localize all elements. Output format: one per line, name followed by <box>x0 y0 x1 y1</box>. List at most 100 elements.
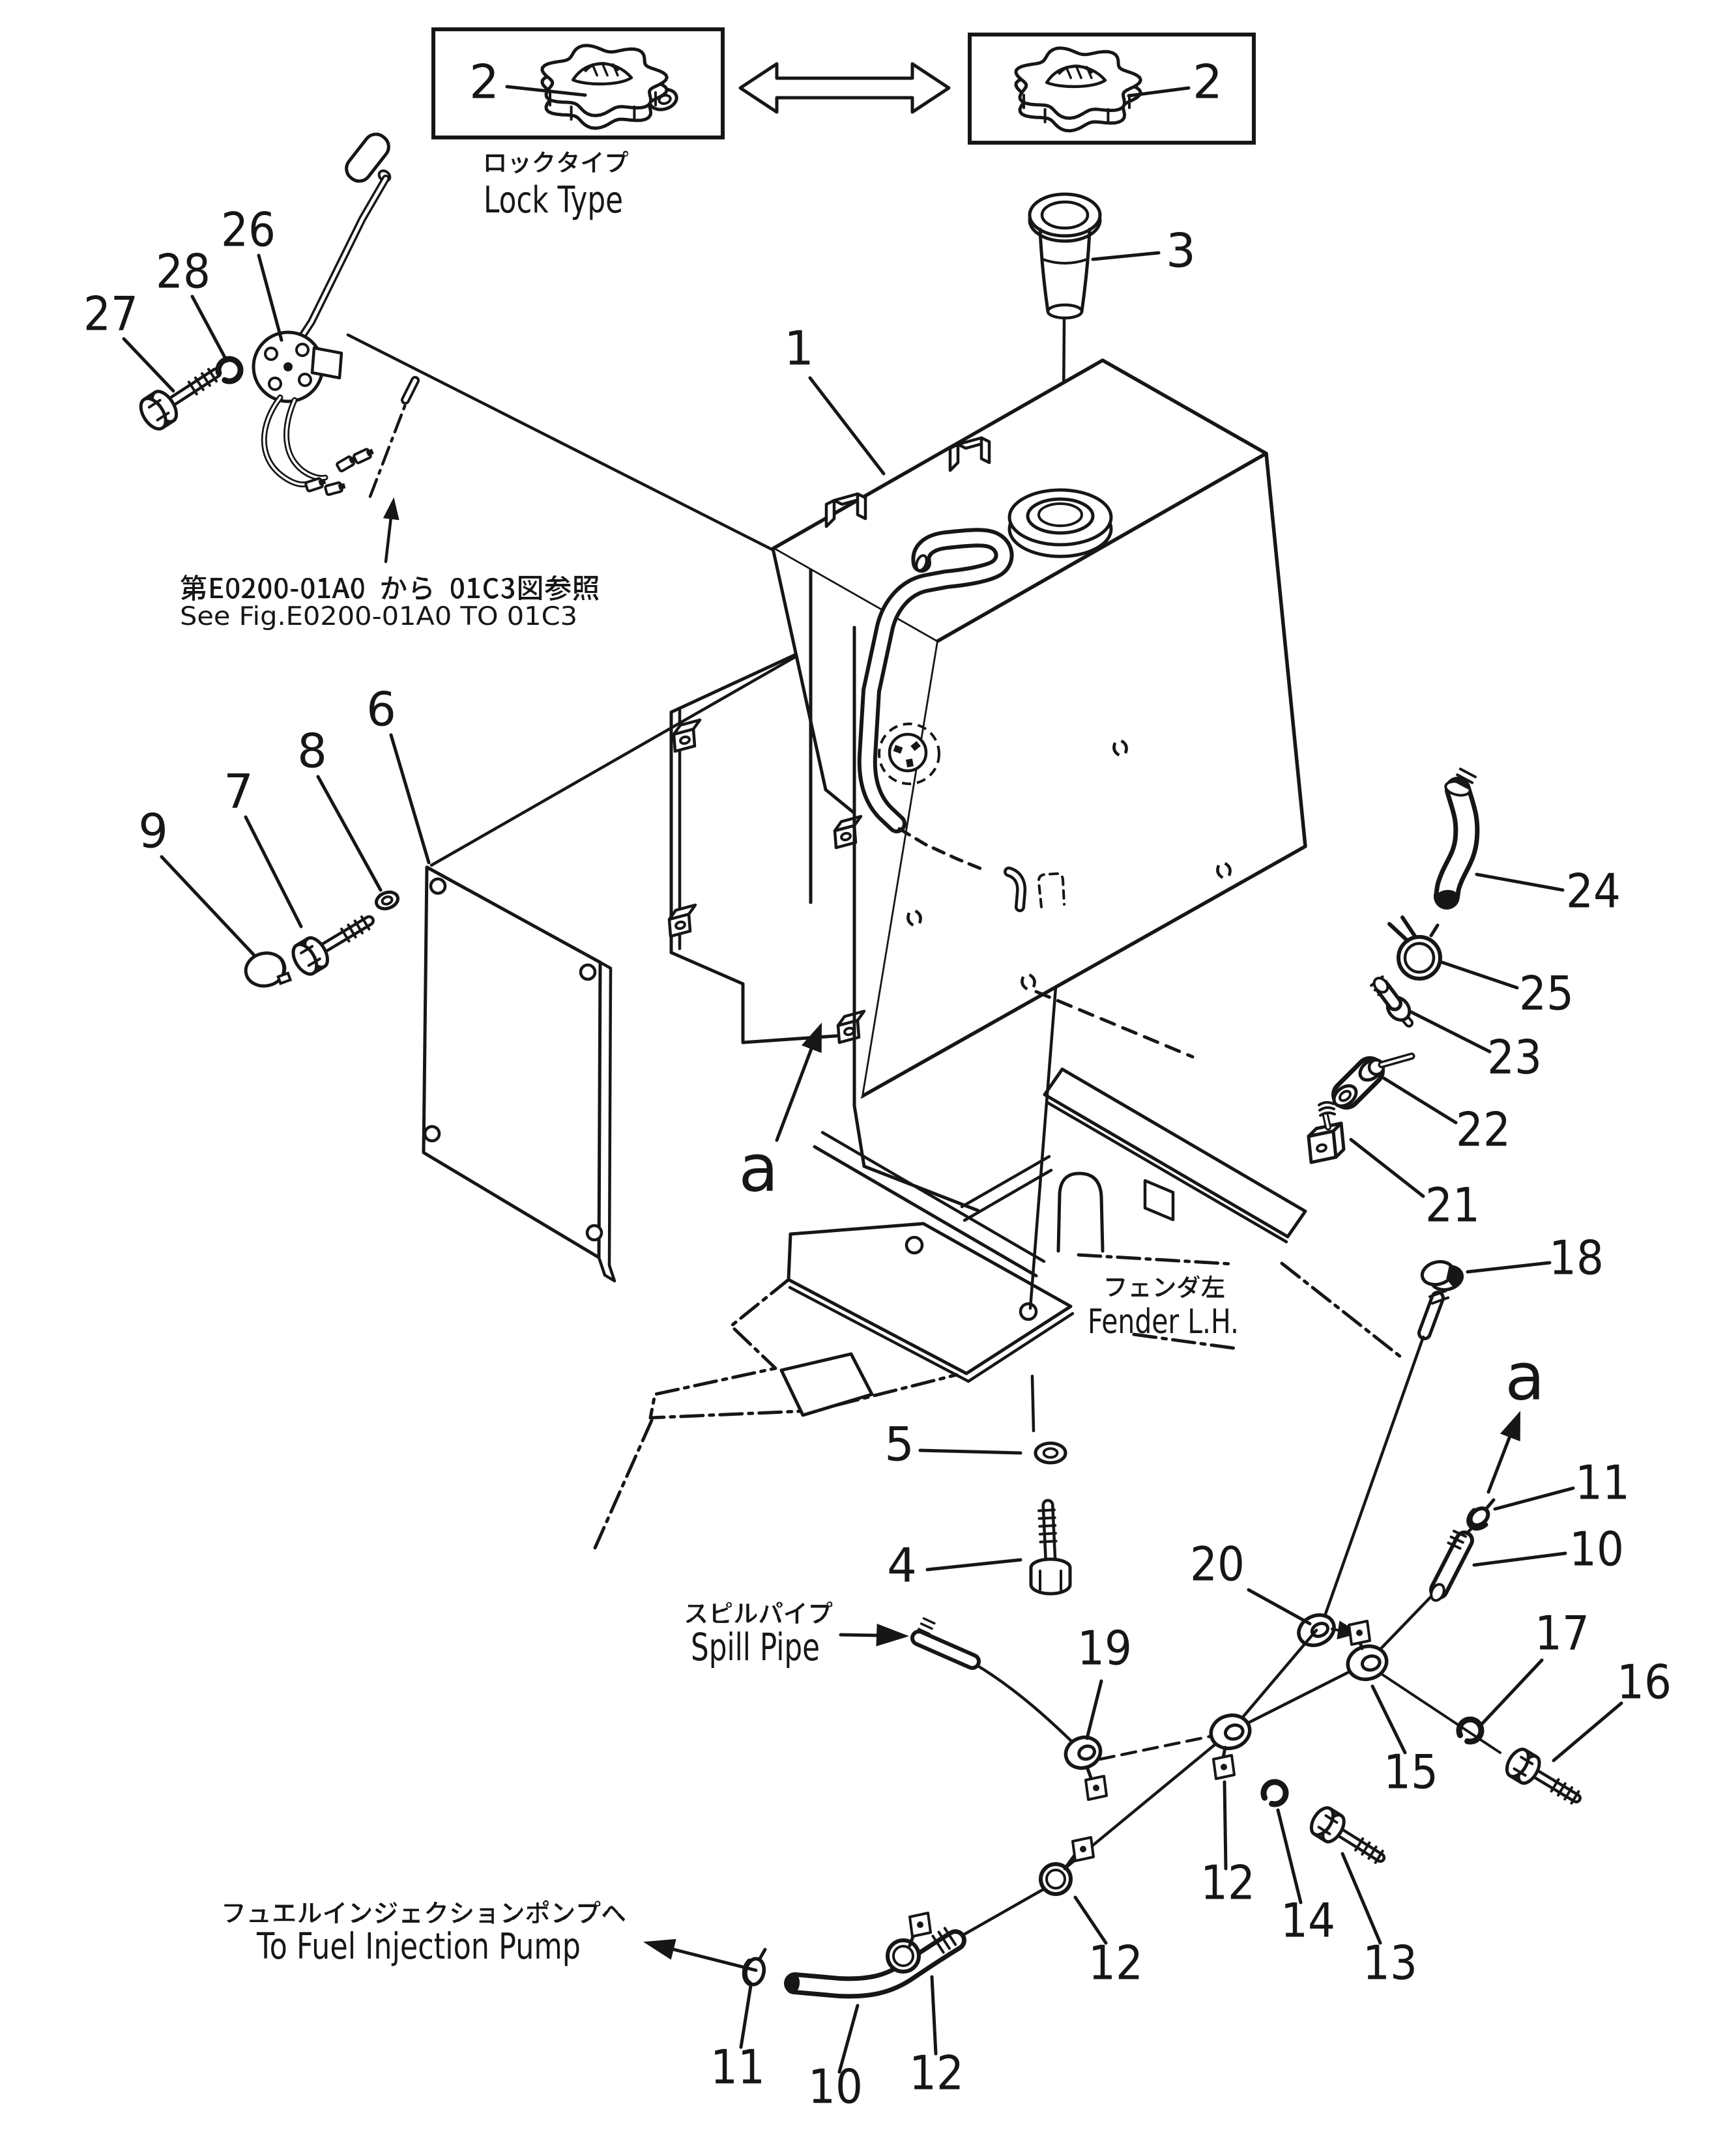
leader-14 <box>1276 1808 1303 1904</box>
label-fender_jp-glyphs <box>1106 1275 1225 1299</box>
callout-1: 1 <box>784 321 814 376</box>
bolt-13-head-edge <box>1312 1832 1327 1843</box>
return-pipe-elbow-fill <box>1006 869 1024 910</box>
bolt-13-head-facet <box>1317 1826 1331 1835</box>
fender-slot <box>1143 1179 1175 1222</box>
spill-line-1 <box>973 1662 1085 1755</box>
clamp-11-right-band <box>1466 1508 1488 1531</box>
fender-tab <box>779 1352 874 1417</box>
spill-pipe-hatch <box>922 1617 936 1625</box>
clamp-12a-bracket-hole <box>1221 1764 1227 1770</box>
leader-10-right <box>1472 1551 1567 1567</box>
clamp-11-right-screw <box>1485 1498 1496 1510</box>
callout-18: 18 <box>1549 1231 1604 1286</box>
fitting-21-spring <box>1318 1106 1335 1112</box>
fuel-line-center-12 <box>1064 1730 1232 1869</box>
spill-arrowhead <box>876 1623 910 1646</box>
return-pipe-hidden <box>897 827 987 872</box>
bolt-16-threads <box>1550 1778 1560 1793</box>
weld-nut-top <box>836 1009 866 1028</box>
fitting-21-hole <box>1316 1143 1327 1153</box>
callout-25: 25 <box>1519 966 1574 1021</box>
grommet-19-flag-hole <box>1093 1785 1099 1791</box>
bolt-7-threads <box>347 923 357 939</box>
fitting-23-end <box>1372 977 1389 994</box>
callout-3: 3 <box>1166 223 1196 278</box>
wire-terminal-pin <box>366 448 375 457</box>
callout-2: 2 <box>469 55 499 109</box>
callout-8: 8 <box>297 724 327 779</box>
hose-10-left-hatch <box>931 1934 945 1954</box>
label-pump_jp-glyphs <box>224 1900 626 1924</box>
leader-16 <box>1552 1701 1623 1762</box>
clamp-12b-loop <box>1039 1862 1073 1896</box>
bolt-27-threads <box>201 372 211 387</box>
hose-24-fill <box>1438 781 1475 905</box>
fender-plate-thickness2 <box>788 1286 970 1383</box>
bolt-27-threads <box>187 381 198 395</box>
bolt-27-threads <box>194 376 205 392</box>
filler-cap-lock-type-grip-rib <box>601 63 609 77</box>
fender-plank-edge2 <box>1045 1100 1288 1244</box>
bolt-16-head-edge <box>1524 1748 1539 1759</box>
bolt-16-head-facet <box>1513 1767 1527 1777</box>
hose-10-right-hatch <box>1447 1541 1462 1550</box>
leader-1 <box>808 376 886 476</box>
see-fig-arrowhead <box>383 497 399 521</box>
callout-12: 12 <box>1200 1856 1255 1910</box>
fitting-21-spring <box>1318 1100 1335 1106</box>
cover-plate-hole <box>579 963 597 981</box>
weld-nut-hole <box>840 831 852 842</box>
callout-10: 10 <box>808 2060 863 2114</box>
bolt-16-threads <box>1557 1782 1567 1797</box>
leader-11-left <box>739 1984 753 2049</box>
washer-8-inner <box>381 895 394 906</box>
bolt-13-threads <box>1354 1837 1365 1852</box>
callout-4: 4 <box>887 1538 917 1593</box>
callout-17: 17 <box>1535 1606 1589 1661</box>
hose-10-right-end <box>1430 1583 1445 1602</box>
outlet-pipe-line <box>1320 1335 1425 1627</box>
bolt-7-head-facet <box>307 957 321 967</box>
callout-24: 24 <box>1566 864 1621 919</box>
hose-10-right-hatch <box>1452 1529 1468 1538</box>
fender-opening-edge1 <box>963 1168 1053 1222</box>
leader-11-right <box>1493 1486 1575 1511</box>
sender-wire-1-fill <box>263 396 308 486</box>
filler-cap-lock-type-grip-rib <box>591 63 598 77</box>
label-spill_jp-glyphs <box>686 1601 833 1624</box>
leader-15 <box>1370 1684 1407 1755</box>
leader-24 <box>1475 872 1565 892</box>
callout-16: 16 <box>1617 1655 1672 1710</box>
fuel-line-20-center <box>1228 1628 1318 1734</box>
bolt-13-head-edge <box>1328 1807 1343 1817</box>
strainer-body-right <box>1080 227 1092 313</box>
leader-7 <box>244 815 303 928</box>
suction-pipe-end <box>915 554 928 572</box>
bolt-7-threads <box>353 919 364 935</box>
bolt-27-head-facet <box>147 399 162 409</box>
hose-10-left-hatch <box>943 1927 957 1946</box>
cover-plate-hole <box>585 1224 603 1242</box>
mount-centerline <box>1028 985 1058 1310</box>
filler-cap-standard-grip-rib <box>1075 66 1082 79</box>
grommet-15-bore <box>1360 1654 1382 1672</box>
lock-washer-28 <box>215 356 244 384</box>
clamp-12c-loop-inner <box>892 1945 914 1967</box>
weld-nut-top <box>672 718 702 736</box>
leader-23 <box>1409 1010 1492 1054</box>
wire-terminal-pin <box>338 483 346 490</box>
harness-tube-fill <box>403 379 417 402</box>
leader-20 <box>1247 1588 1312 1626</box>
bolt-7-threads <box>360 915 371 930</box>
lock-washer-17 <box>1456 1716 1485 1745</box>
bolt-4-threads <box>1038 1524 1057 1528</box>
suction-pipe-fill <box>861 532 1010 829</box>
leader-6 <box>389 733 431 865</box>
bolt-27-head-edge <box>142 390 157 401</box>
callout-12: 12 <box>909 2046 964 2101</box>
spill-line-dashed <box>1098 1734 1215 1761</box>
sender-pad <box>893 745 903 754</box>
